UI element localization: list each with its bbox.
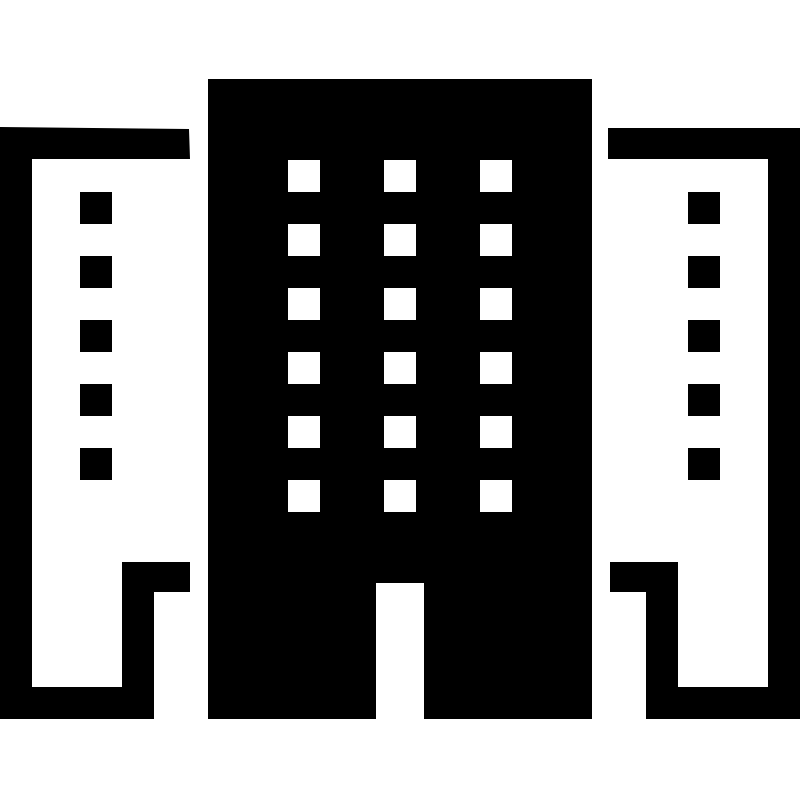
center-window [480, 480, 512, 512]
left-building-windows [80, 192, 112, 480]
left-window [80, 448, 112, 480]
center-window [288, 288, 320, 320]
left-window [80, 192, 112, 224]
right-window [688, 448, 720, 480]
left-window [80, 320, 112, 352]
right-window [688, 192, 720, 224]
center-window [288, 352, 320, 384]
center-window [384, 160, 416, 192]
center-building-windows [288, 160, 512, 512]
left-building-outline [0, 127, 190, 719]
left-window [80, 384, 112, 416]
left-window [80, 256, 112, 288]
center-window [288, 480, 320, 512]
center-window [480, 352, 512, 384]
center-window [480, 416, 512, 448]
center-window [384, 288, 416, 320]
center-window [480, 224, 512, 256]
right-building [608, 128, 800, 719]
center-window [288, 416, 320, 448]
center-window [288, 224, 320, 256]
center-window [384, 416, 416, 448]
center-building [208, 79, 592, 719]
right-window [688, 256, 720, 288]
center-window [480, 288, 512, 320]
right-window [688, 320, 720, 352]
right-building-windows [688, 192, 720, 480]
right-building-outline [608, 128, 800, 719]
center-window [384, 352, 416, 384]
center-window [288, 160, 320, 192]
center-window [384, 480, 416, 512]
center-window [480, 160, 512, 192]
left-building [0, 127, 190, 719]
right-window [688, 384, 720, 416]
center-window [384, 224, 416, 256]
